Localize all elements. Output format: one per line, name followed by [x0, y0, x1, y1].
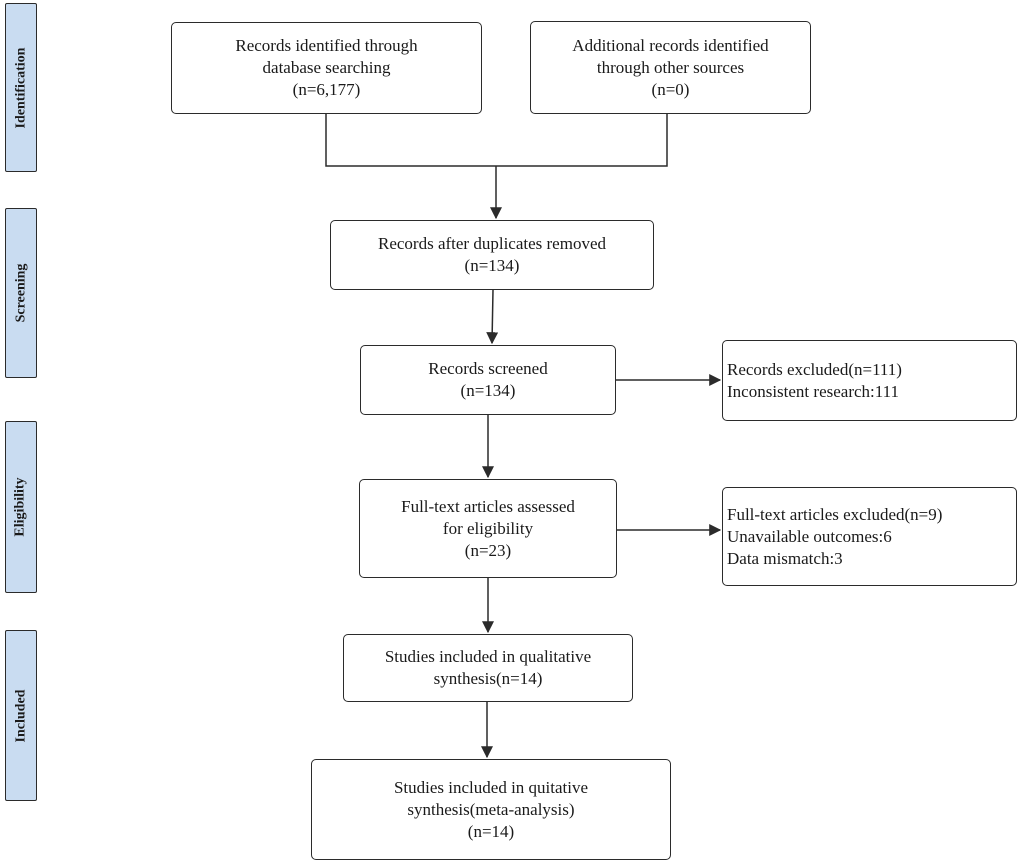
arrow-duplicates-to-screened — [486, 289, 499, 345]
box-line: (n=134) — [460, 381, 516, 400]
box-line: Studies included in qualitative — [384, 647, 592, 666]
box-line: Records identified through — [235, 36, 418, 55]
phase-eligibility: Eligibility — [5, 421, 37, 593]
box-line: synthesis(n=14) — [433, 669, 543, 688]
box-line: Studies included in quitative — [393, 777, 589, 797]
phase-screening: Screening — [5, 208, 37, 378]
box-line: Records screened — [428, 359, 548, 378]
phase-label: Eligibility — [13, 477, 28, 537]
box-fulltext-excluded: Full-text articles excluded(n=9) Unavail… — [722, 487, 1017, 586]
phase-identification: Identification — [5, 3, 37, 172]
box-line: database searching — [262, 58, 391, 77]
box-qualitative-synthesis: Studies included in qualitative synthesi… — [343, 634, 633, 702]
box-line: Full-text articles assessed — [401, 496, 575, 516]
box-line: Inconsistent research:111 — [727, 381, 899, 401]
merge-connector — [325, 114, 668, 167]
box-fulltext-assessed: Full-text articles assessed for eligibil… — [359, 479, 617, 578]
box-line: for eligibility — [442, 518, 534, 538]
phase-label: Screening — [13, 263, 29, 323]
box-records-excluded: Records excluded(n=111) Inconsistent res… — [722, 340, 1017, 421]
box-quantitative-synthesis: Studies included in quitative synthesis(… — [311, 759, 671, 860]
phase-included: Included — [5, 630, 37, 801]
box-duplicates-removed: Records after duplicates removed (n=134) — [330, 220, 654, 290]
box-line: Full-text articles excluded(n=9) — [727, 504, 943, 524]
phase-label: Included — [13, 689, 29, 742]
box-other-sources: Additional records identified through ot… — [530, 21, 811, 114]
box-line: (n=134) — [464, 256, 520, 275]
box-line: (n=6,177) — [292, 80, 361, 99]
box-line: Unavailable outcomes:6 — [727, 526, 892, 546]
box-line: Data mismatch:3 — [727, 548, 843, 568]
box-line: (n=14) — [467, 821, 515, 841]
box-line: (n=0) — [651, 79, 690, 99]
box-line: Additional records identified — [572, 35, 769, 55]
box-line: (n=23) — [464, 540, 512, 560]
box-records-screened: Records screened (n=134) — [360, 345, 616, 415]
box-line: synthesis(meta-analysis) — [407, 799, 575, 819]
box-line: through other sources — [596, 57, 745, 77]
phase-label: Identification — [13, 47, 29, 128]
box-database-records: Records identified through database sear… — [171, 22, 482, 114]
box-line: Records excluded(n=111) — [727, 359, 902, 379]
box-line: Records after duplicates removed — [378, 234, 606, 253]
